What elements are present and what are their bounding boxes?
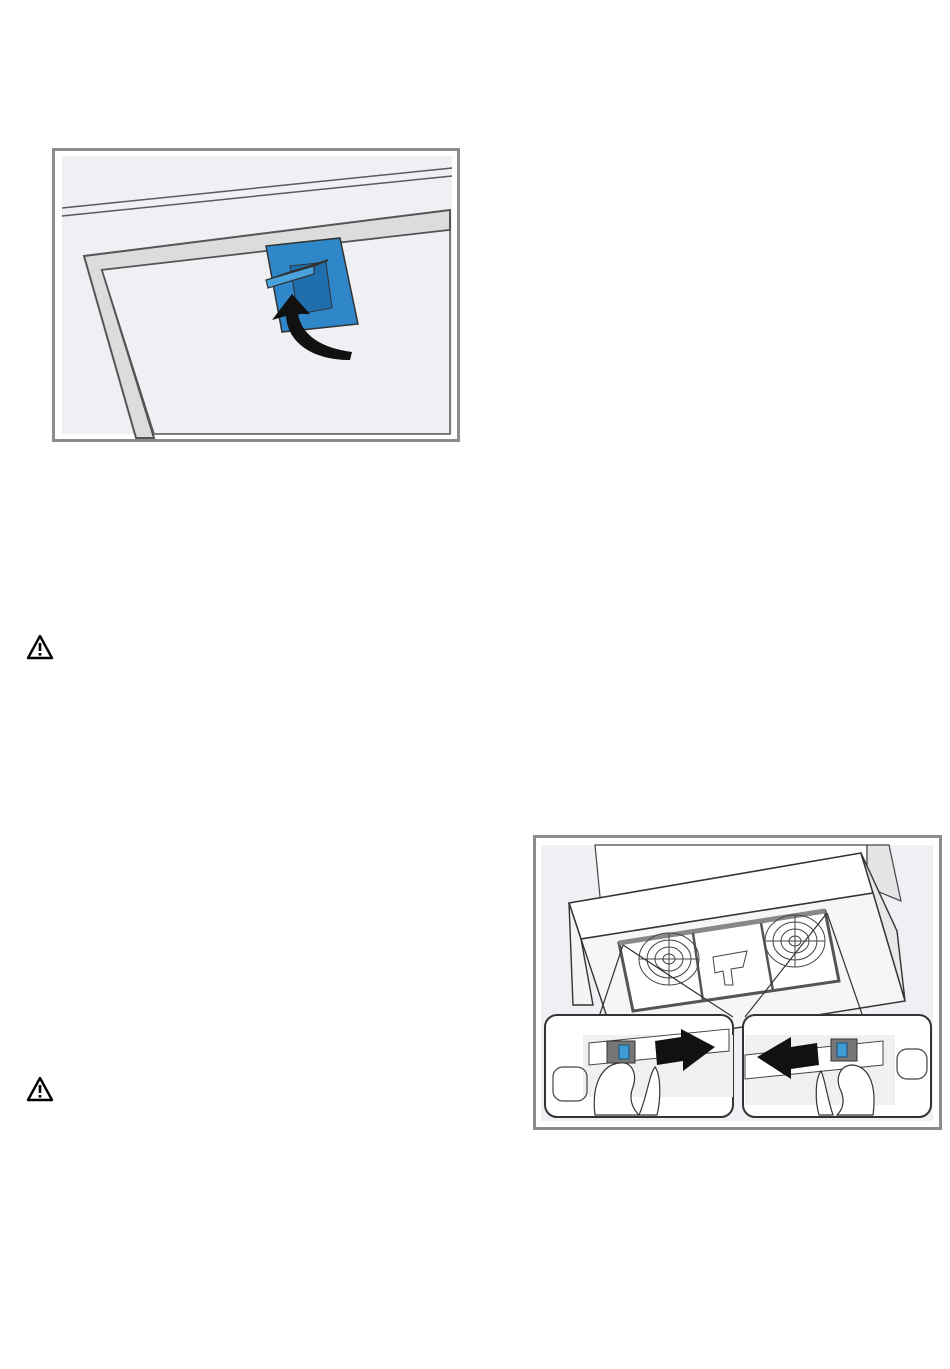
figure-latch [52,148,460,442]
warning-triangle-icon [26,634,54,660]
warning-triangle-icon [26,1076,54,1102]
filter-latch-illustration-icon [52,148,460,442]
grease-filter-removal-illustration-icon [533,835,942,1130]
figure-filter-removal [533,835,942,1130]
